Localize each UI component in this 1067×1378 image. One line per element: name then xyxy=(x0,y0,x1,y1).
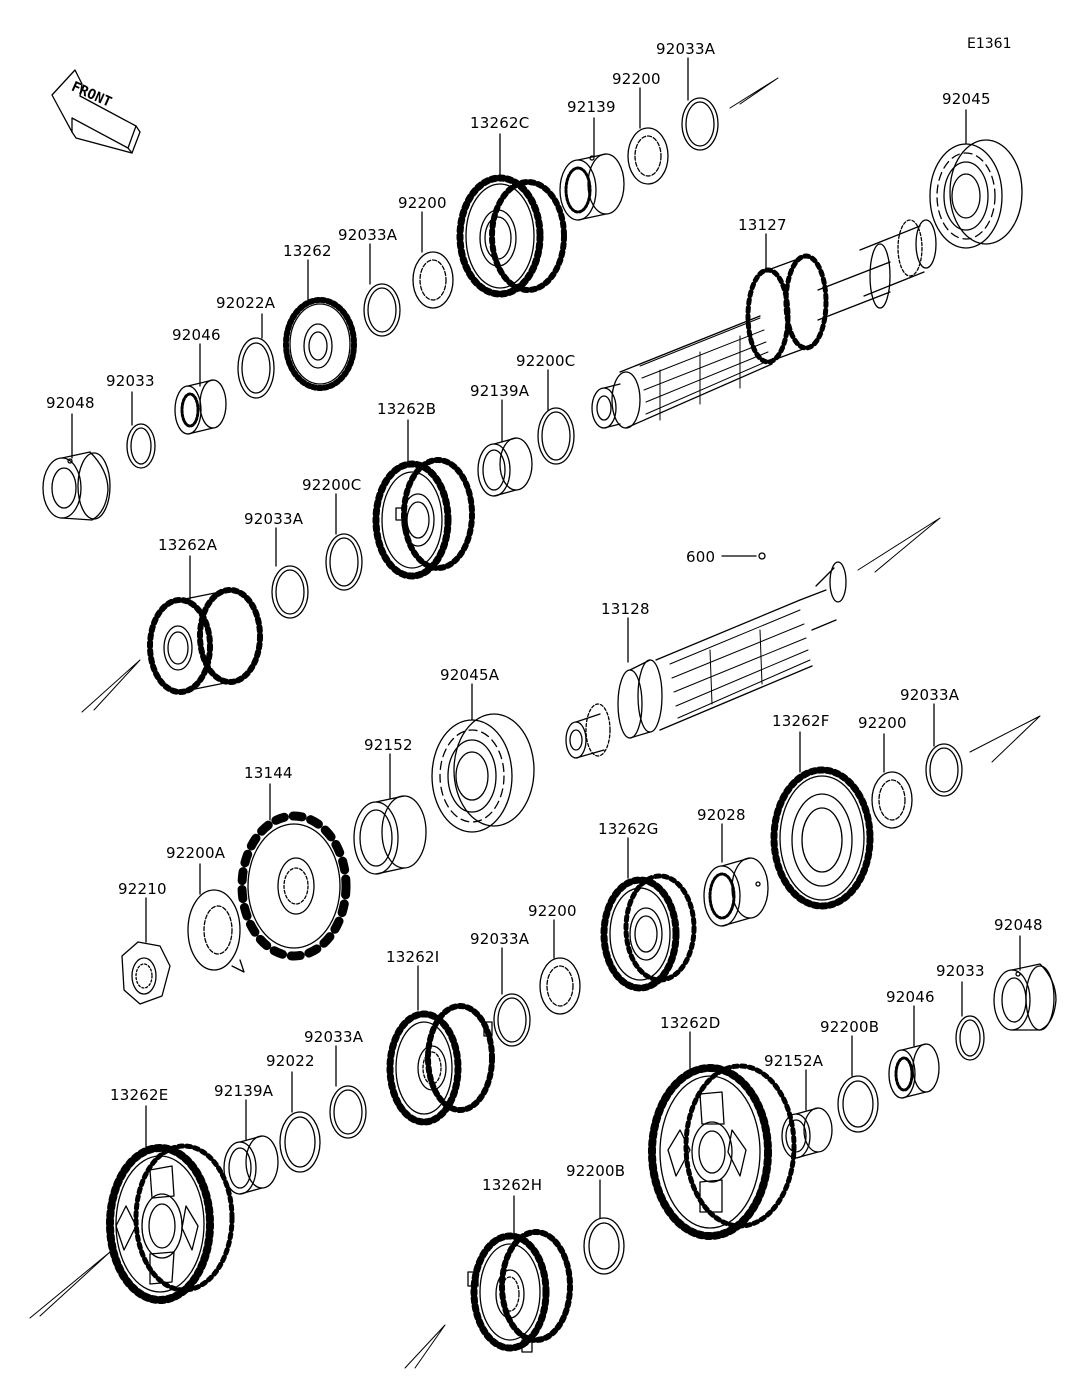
part-92139A-bushing-1[interactable] xyxy=(478,438,532,496)
part-92022A-washer[interactable] xyxy=(238,338,274,398)
label-13262B: 13262B xyxy=(377,400,436,418)
part-92200C-washer-2[interactable] xyxy=(326,534,362,590)
part-13262F-gear[interactable] xyxy=(774,770,870,906)
label-92022: 92022 xyxy=(266,1052,315,1070)
part-92200-washer-2[interactable] xyxy=(628,128,668,184)
label-92200-1: 92200 xyxy=(398,194,447,212)
label-92033A-5: 92033A xyxy=(470,930,530,948)
part-92139-needle-bearing[interactable] xyxy=(560,154,624,220)
label-13262I: 13262I xyxy=(386,948,439,966)
part-92045-ball-bearing[interactable] xyxy=(930,140,1022,248)
label-92045A: 92045A xyxy=(440,666,500,684)
part-92200-washer-1[interactable] xyxy=(413,252,453,308)
label-92033A-1: 92033A xyxy=(338,226,398,244)
part-92046-needle-bearing-bottom[interactable] xyxy=(889,1044,939,1098)
part-92210-nut[interactable] xyxy=(122,942,170,1004)
part-92033A-circlip-3[interactable] xyxy=(272,566,308,618)
label-92139A-2: 92139A xyxy=(214,1082,274,1100)
part-92200B-washer-2[interactable] xyxy=(584,1218,624,1274)
part-92200A-lock-washer[interactable] xyxy=(188,890,244,972)
label-92200-4: 92200 xyxy=(528,902,577,920)
label-600: 600 xyxy=(686,548,715,566)
label-92033A-4: 92033A xyxy=(900,686,960,704)
label-13262C: 13262C xyxy=(470,114,529,132)
part-92022-washer[interactable] xyxy=(280,1112,320,1172)
label-92200-2: 92200 xyxy=(612,70,661,88)
label-92022A: 92022A xyxy=(216,294,276,312)
label-92152A: 92152A xyxy=(764,1052,824,1070)
part-13262B-gear[interactable] xyxy=(376,460,472,576)
label-92210: 92210 xyxy=(118,880,167,898)
part-13262C-gear[interactable] xyxy=(460,178,564,294)
part-92045A-ball-bearing[interactable] xyxy=(432,714,534,832)
label-92046-top: 92046 xyxy=(172,326,221,344)
label-13262A: 13262A xyxy=(158,536,218,554)
label-92033A-2: 92033A xyxy=(656,40,716,58)
label-92139: 92139 xyxy=(567,98,616,116)
part-92033A-circlip-6[interactable] xyxy=(330,1086,366,1138)
label-92200B-1: 92200B xyxy=(820,1018,879,1036)
label-92200C-1: 92200C xyxy=(516,352,575,370)
label-92200C-2: 92200C xyxy=(302,476,361,494)
part-13127-main-shaft[interactable] xyxy=(592,220,936,428)
label-92045: 92045 xyxy=(942,90,991,108)
part-13262D-gear[interactable] xyxy=(652,1066,794,1236)
part-92200-washer-4[interactable] xyxy=(540,958,580,1014)
label-92139A-1: 92139A xyxy=(470,382,530,400)
label-92033A-3: 92033A xyxy=(244,510,304,528)
label-92048-bottom: 92048 xyxy=(994,916,1043,934)
label-92200A: 92200A xyxy=(166,844,226,862)
part-92033A-circlip-5[interactable] xyxy=(494,994,530,1046)
part-13262-gear[interactable] xyxy=(286,300,354,388)
part-92200B-washer-1[interactable] xyxy=(838,1076,878,1132)
part-92048-bearing-bottom[interactable] xyxy=(994,964,1056,1030)
label-92033-top: 92033 xyxy=(106,372,155,390)
part-92048-bearing-top[interactable] xyxy=(43,452,110,520)
label-13262: 13262 xyxy=(283,242,332,260)
label-13262H: 13262H xyxy=(482,1176,542,1194)
label-13262D: 13262D xyxy=(660,1014,720,1032)
part-13262I-gear[interactable] xyxy=(390,1006,492,1122)
part-13128-counter-shaft[interactable] xyxy=(566,562,846,758)
label-92033A-6: 92033A xyxy=(304,1028,364,1046)
label-92046-bottom: 92046 xyxy=(886,988,935,1006)
part-92033A-circlip-4[interactable] xyxy=(926,744,962,796)
label-92028: 92028 xyxy=(697,806,746,824)
part-13262H-gear[interactable] xyxy=(468,1232,570,1352)
label-92048-top: 92048 xyxy=(46,394,95,412)
part-92033A-circlip-1[interactable] xyxy=(364,284,400,336)
part-92033-circlip-top[interactable] xyxy=(127,424,155,468)
label-92033-bottom: 92033 xyxy=(936,962,985,980)
part-92139A-bushing-2[interactable] xyxy=(224,1136,278,1194)
label-13144: 13144 xyxy=(244,764,293,782)
label-92200B-2: 92200B xyxy=(566,1162,625,1180)
part-92033A-circlip-2[interactable] xyxy=(682,98,718,150)
label-13128: 13128 xyxy=(601,600,650,618)
part-13262G-gear[interactable] xyxy=(604,876,694,988)
part-92033-circlip-bottom[interactable] xyxy=(956,1016,984,1060)
label-13127: 13127 xyxy=(738,216,787,234)
part-92028-needle-bearing[interactable] xyxy=(704,858,768,926)
label-92200-3: 92200 xyxy=(858,714,907,732)
diagram-code: E1361 xyxy=(967,36,1011,52)
front-arrow-icon: FRONT xyxy=(52,70,140,153)
part-92046-needle-bearing-top[interactable] xyxy=(175,380,226,434)
part-13144-sprocket[interactable] xyxy=(242,816,346,956)
part-13262A-double-gear[interactable] xyxy=(150,590,260,692)
part-92200-washer-3[interactable] xyxy=(872,772,912,828)
part-13262E-gear[interactable] xyxy=(110,1146,232,1300)
label-13262G: 13262G xyxy=(598,820,659,838)
label-13262F: 13262F xyxy=(772,712,830,730)
part-92152-collar[interactable] xyxy=(354,796,426,874)
part-92152A-collar[interactable] xyxy=(782,1108,832,1158)
label-92152: 92152 xyxy=(364,736,413,754)
part-92200C-washer-1[interactable] xyxy=(538,408,574,464)
axis-guides xyxy=(30,78,1040,1368)
label-13262E: 13262E xyxy=(110,1086,168,1104)
